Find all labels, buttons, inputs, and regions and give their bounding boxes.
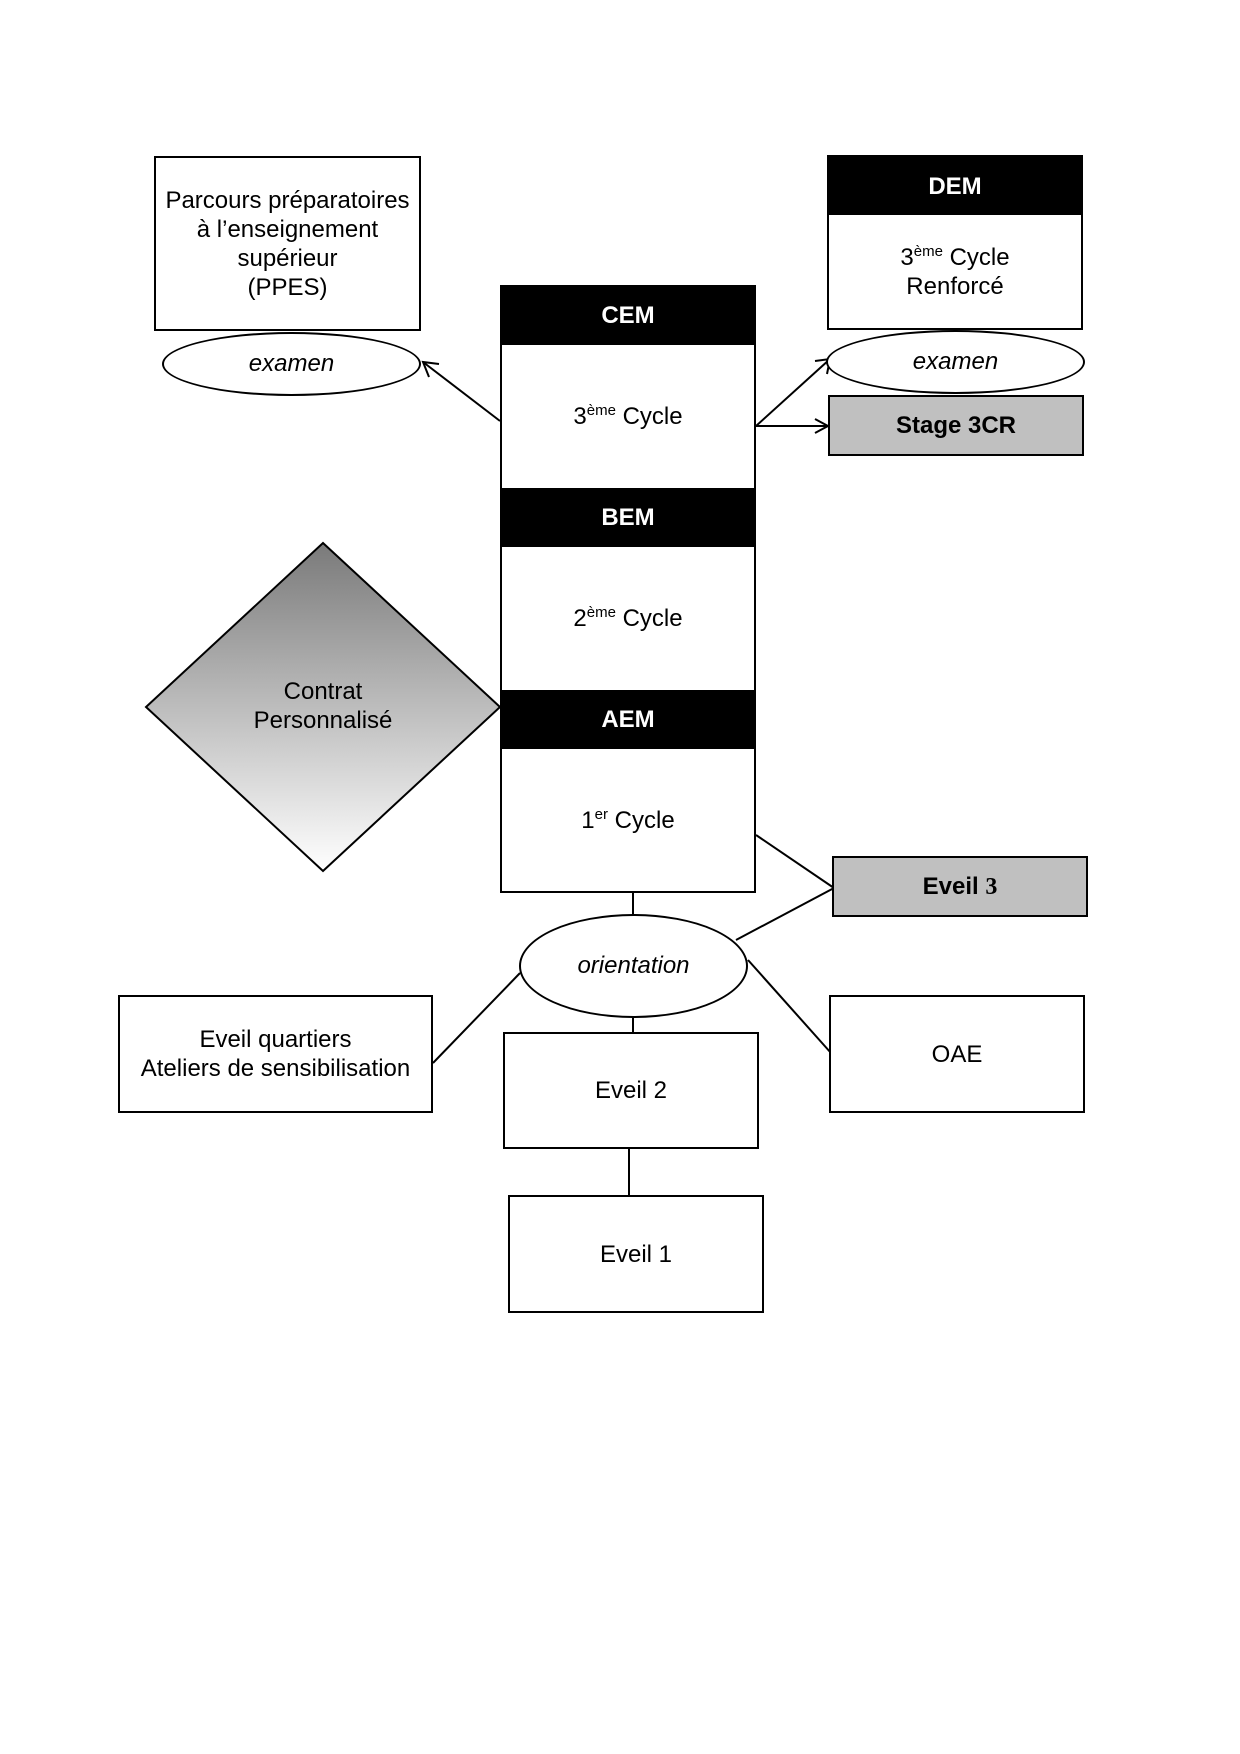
dem-line1: 3ème Cycle xyxy=(900,243,1009,272)
eveil3-label: Eveil 3 xyxy=(923,872,998,902)
eveil-quartiers-box: Eveil quartiers Ateliers de sensibilisat… xyxy=(118,995,433,1113)
aem-label: AEM xyxy=(601,705,655,733)
cycle3-label: 3ème Cycle xyxy=(573,402,682,431)
ppes-line2: à l’enseignement xyxy=(196,215,379,243)
examen-right-ellipse: examen xyxy=(826,330,1085,394)
dem-cycle: Cycle xyxy=(942,243,1010,271)
examen-right-label: examen xyxy=(912,348,999,375)
bem-header: BEM xyxy=(502,488,754,547)
cycle1-label: 1er Cycle xyxy=(581,806,674,835)
cycle3-sup: ème xyxy=(586,402,616,419)
cycle3-cell: 3ème Cycle xyxy=(502,345,754,488)
dem-body: 3ème Cycle Renforcé xyxy=(829,215,1081,328)
ppes-line3: supérieur xyxy=(237,244,338,272)
cycle1-cell: 1er Cycle xyxy=(502,749,754,891)
contrat-diamond-shape xyxy=(144,541,502,873)
dem-num: 3 xyxy=(900,243,914,271)
aem-header: AEM xyxy=(502,690,754,749)
contrat-line1: Contrat xyxy=(283,678,363,705)
cycle1-sup: er xyxy=(594,805,608,823)
eveil-quartiers-line1: Eveil quartiers xyxy=(199,1026,352,1053)
line-orientation-quartiers xyxy=(432,972,521,1064)
eveil-quartiers-line2: Ateliers de sensibilisation xyxy=(140,1055,411,1082)
orientation-ellipse: orientation xyxy=(519,914,748,1018)
dem-box: DEM 3ème Cycle Renforcé xyxy=(827,155,1083,330)
cycle3-num: 3 xyxy=(573,403,587,430)
eveil2-label: Eveil 2 xyxy=(594,1077,668,1104)
cycle2-label: 2ème Cycle xyxy=(573,604,682,633)
ppes-box: Parcours préparatoires à l’enseignement … xyxy=(154,156,421,331)
dem-sup: ème xyxy=(913,242,943,260)
ppes-line4: (PPES) xyxy=(247,273,328,301)
arrow-to-examen-right xyxy=(755,358,831,427)
orientation-label: orientation xyxy=(577,952,690,979)
eveil2-box: Eveil 2 xyxy=(503,1032,759,1149)
dem-header: DEM xyxy=(829,157,1081,215)
cem-header: CEM xyxy=(502,287,754,345)
arrow-to-examen-left xyxy=(422,361,501,422)
eveil3-num: 3 xyxy=(985,873,998,900)
line-orientation-eveil3 xyxy=(735,887,835,941)
cem-label: CEM xyxy=(601,302,655,329)
dem-header-label: DEM xyxy=(928,172,982,200)
cycle3-text: Cycle xyxy=(615,403,683,430)
line-orientation-oae xyxy=(747,959,832,1054)
eveil3-box: Eveil 3 xyxy=(832,856,1088,917)
eveil3-text: Eveil xyxy=(922,872,986,900)
eveil1-box: Eveil 1 xyxy=(508,1195,764,1313)
stage-3cr-box: Stage 3CR xyxy=(828,395,1084,456)
cycle2-text: Cycle xyxy=(615,605,683,632)
stage-3cr-label: Stage 3CR xyxy=(895,412,1017,439)
cycle2-num: 2 xyxy=(573,605,587,632)
oae-label: OAE xyxy=(931,1040,983,1068)
dem-line2: Renforcé xyxy=(906,272,1004,300)
cycle1-text: Cycle xyxy=(608,806,675,834)
examen-left-label: examen xyxy=(248,350,335,377)
bem-label: BEM xyxy=(601,503,655,531)
cycle2-sup: ème xyxy=(586,604,616,621)
oae-box: OAE xyxy=(829,995,1085,1113)
cycles-column: CEM 3ème Cycle BEM 2ème Cycle AEM 1er Cy… xyxy=(500,285,756,893)
eveil1-label: Eveil 1 xyxy=(599,1240,673,1268)
examen-left-ellipse: examen xyxy=(162,332,421,396)
cycle2-cell: 2ème Cycle xyxy=(502,547,754,690)
cycle1-num: 1 xyxy=(581,806,595,834)
line-cycle1-eveil3 xyxy=(755,834,835,889)
contrat-line2: Personnalisé xyxy=(253,707,393,734)
contrat-label: Contrat Personnalisé xyxy=(203,677,443,735)
ppes-line1: Parcours préparatoires xyxy=(165,186,410,214)
